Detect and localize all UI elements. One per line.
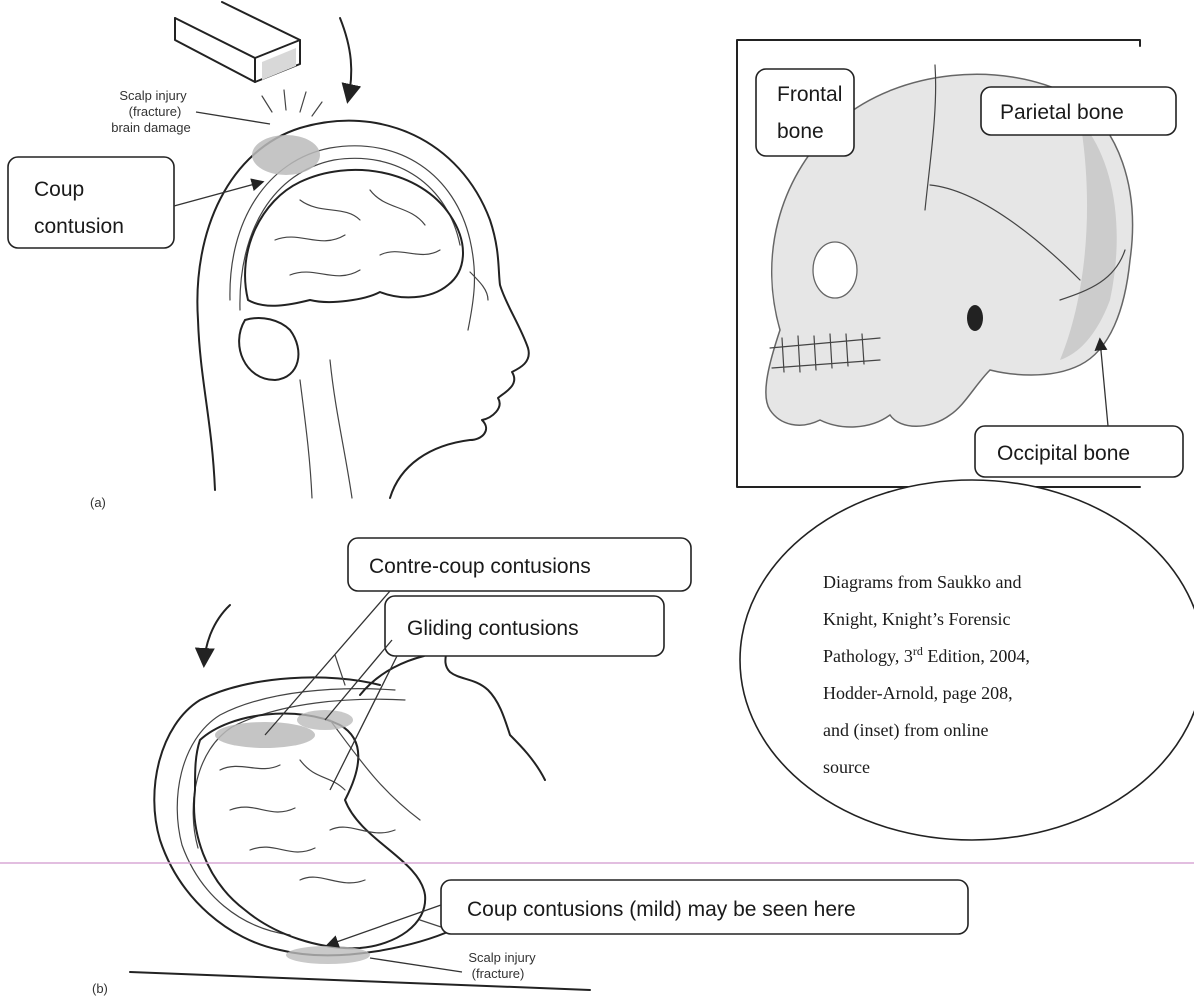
impact-rays — [262, 90, 322, 116]
callout-gliding: Gliding contusions — [325, 596, 664, 790]
citation-line-3: Pathology, 3rd Edition, 2004, — [823, 644, 1030, 666]
callout-coup-line-2: contusion — [34, 215, 124, 238]
citation-line-4: Hodder-Arnold, page 208, — [823, 683, 1013, 703]
callout-coup-line-1: Coup — [34, 178, 84, 201]
scalp-injury-line-2: (fracture) — [129, 104, 182, 119]
citation-line-2: Knight, Knight’s Forensic — [823, 609, 1011, 629]
callout-coup-contusion: Coup contusion — [8, 157, 262, 248]
scalp-injury-b-line-1: Scalp injury — [468, 950, 536, 965]
panel-a-label: (a) — [90, 495, 106, 510]
citation-line-3-sup: rd — [913, 644, 923, 658]
citation-line-1: Diagrams from Saukko and — [823, 572, 1021, 592]
citation-line-3-post: Edition, 2004, — [923, 646, 1030, 666]
head-outline-a — [197, 121, 528, 498]
coup-contusion-mild — [286, 946, 370, 964]
callout-gliding-text: Gliding contusions — [407, 617, 579, 640]
scalp-injury-b-line-2: (fracture) — [472, 966, 525, 981]
callout-parietal-text: Parietal bone — [1000, 101, 1124, 124]
callout-parietal-bone: Parietal bone — [981, 87, 1176, 135]
scalp-injury-line-3: brain damage — [111, 120, 191, 135]
callout-frontal-line-1: Frontal — [777, 83, 842, 106]
face-profile-b — [360, 640, 545, 780]
panel-a-illustration — [175, 2, 529, 498]
citation-line-5: and (inset) from online — [823, 720, 988, 741]
scalp-injury-label-b: Scalp injury (fracture) — [370, 950, 536, 981]
callout-occipital-text: Occipital bone — [997, 442, 1130, 465]
callout-coup-mild-text: Coup contusions (mild) may be seen here — [467, 898, 856, 921]
panel-b-label: (b) — [92, 981, 108, 996]
callout-frontal-line-2: bone — [777, 120, 824, 143]
callout-contre-coup-text: Contre-coup contusions — [369, 555, 591, 578]
scalp-injury-line-1: Scalp injury — [119, 88, 187, 103]
citation-bubble: Diagrams from Saukko and Knight, Knight’… — [740, 480, 1194, 840]
callout-frontal-bone: Frontal bone — [756, 69, 854, 156]
citation-line-6: source — [823, 757, 870, 777]
coup-contusion-a — [252, 135, 320, 175]
citation-line-3-pre: Pathology, 3 — [823, 646, 913, 666]
scalp-injury-label-a: Scalp injury (fracture) brain damage — [111, 88, 270, 135]
striking-bar — [175, 2, 300, 82]
